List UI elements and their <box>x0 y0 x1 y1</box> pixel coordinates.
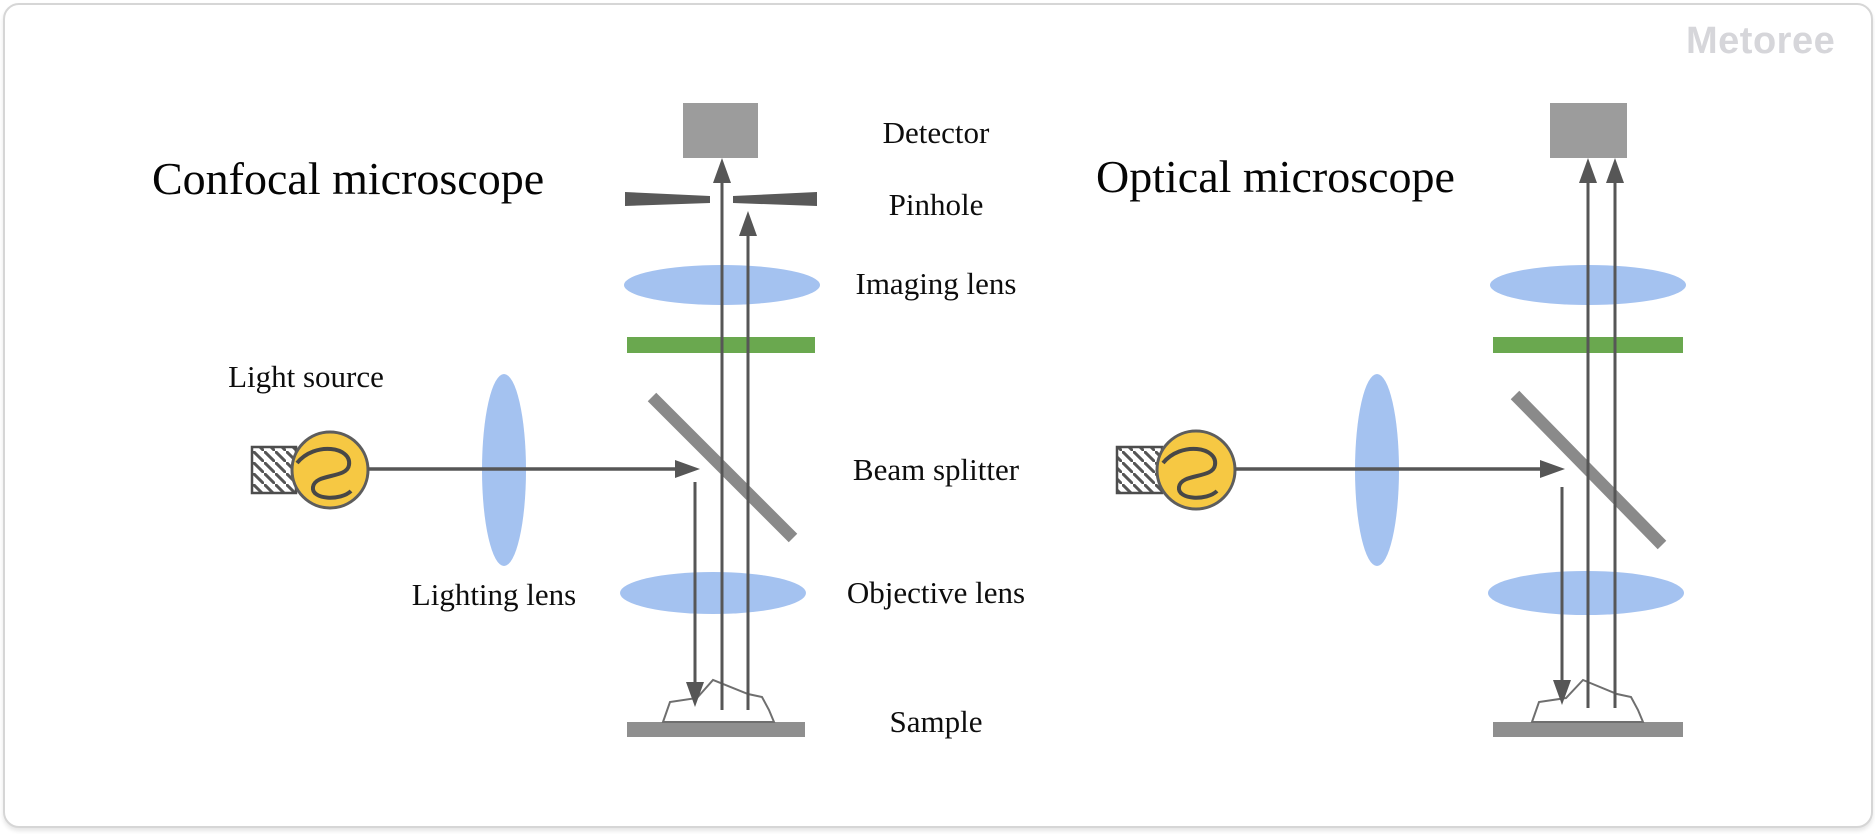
left-ray-down-arrowhead <box>686 682 704 707</box>
detector-label: Detector <box>882 115 990 150</box>
light-source-label: Light source <box>228 359 384 394</box>
left-sample-mound <box>661 678 776 723</box>
lighting-lens-label: Lighting lens <box>411 577 577 612</box>
left-ray-up-blocked-arrowhead <box>739 211 757 236</box>
left-detector <box>683 103 758 158</box>
right-diagram-title: Optical microscope <box>1096 151 1455 202</box>
beam-splitter-label: Beam splitter <box>852 452 1020 487</box>
left-bulb-base <box>250 445 298 495</box>
left-objective-lens <box>620 572 806 614</box>
right-illumination-arrowhead <box>1540 460 1565 478</box>
right-sample-stage <box>1493 722 1683 737</box>
left-bulb-filament <box>295 447 353 500</box>
imaging-lens-label: Imaging lens <box>855 266 1017 301</box>
right-bulb-base <box>1115 445 1164 495</box>
objective-lens-label: Objective lens <box>846 575 1026 610</box>
right-detector <box>1550 103 1627 158</box>
right-ray-up-2-arrowhead <box>1606 158 1624 183</box>
left-diagram-title: Confocal microscope <box>152 153 545 204</box>
sample-label: Sample <box>889 704 983 739</box>
right-objective-lens <box>1488 571 1684 615</box>
left-pinhole-right-blade <box>733 192 817 206</box>
left-pinhole-left-blade <box>625 192 710 206</box>
right-ray-up-1-arrowhead <box>1579 158 1597 183</box>
right-bulb-filament <box>1161 447 1219 500</box>
left-illumination-arrowhead <box>675 460 700 478</box>
left-ray-up-main-arrowhead <box>713 158 731 183</box>
pinhole-label: Pinhole <box>888 187 984 222</box>
brand-watermark: Metoree <box>1686 20 1836 62</box>
right-ray-down-arrowhead <box>1553 680 1571 705</box>
left-sample-stage <box>627 722 805 737</box>
